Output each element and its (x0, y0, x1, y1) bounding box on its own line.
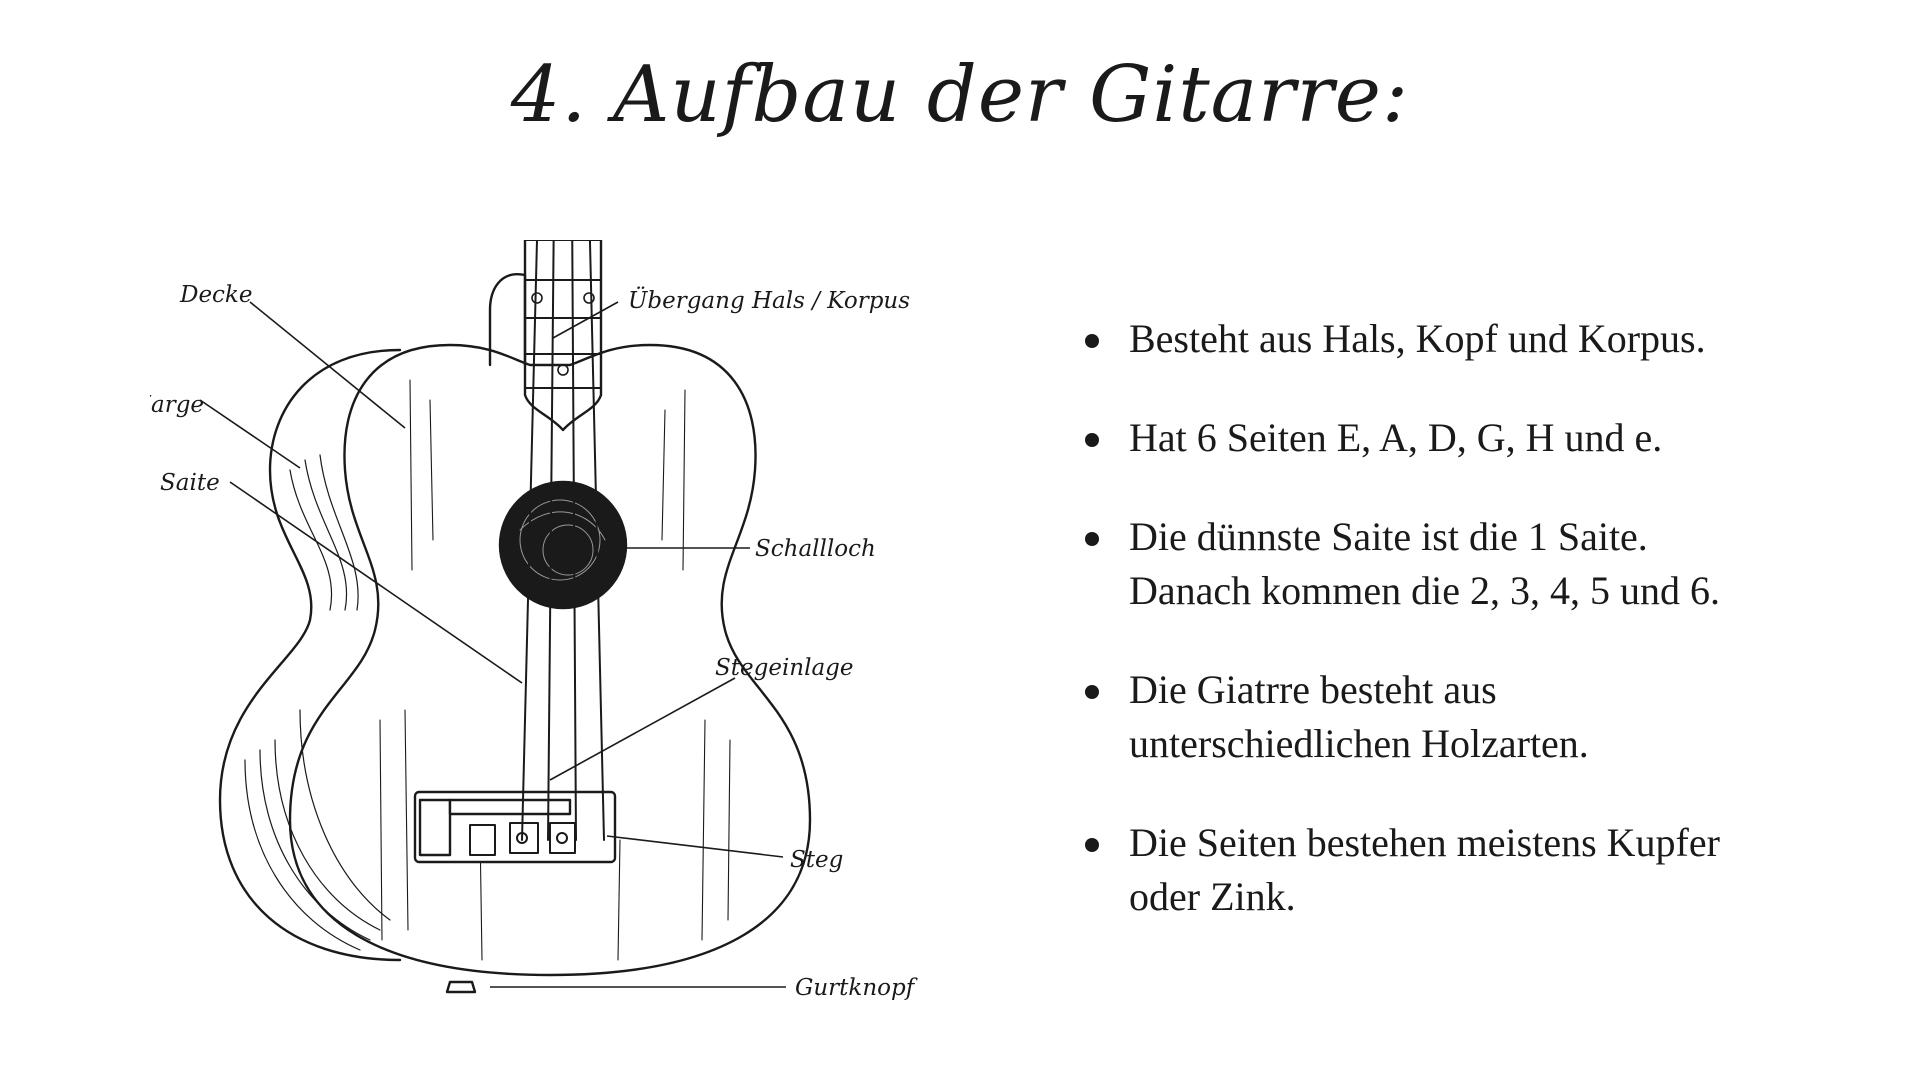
label-saite: Saite (160, 470, 220, 496)
saddle (448, 798, 572, 816)
sound-hole (498, 480, 628, 610)
label-decke: Decke (179, 282, 252, 308)
side-hatching (244, 454, 391, 951)
bullet-text: Hat 6 Seiten E, A, D, G, H und e. (1129, 415, 1663, 460)
wood-grain (379, 379, 731, 961)
bullet-text: Die dünnste Saite ist die 1 Saite. (1129, 514, 1648, 559)
fret-markers (531, 292, 595, 376)
page-title: 4. Aufbau der Gitarre: (510, 50, 1410, 140)
bullet-text: oder Zink. (1129, 874, 1296, 919)
label-stegeinlage: Stegeinlage (715, 655, 854, 681)
bullet-item: Die Giatrre besteht aus unterschiedliche… (1085, 663, 1885, 771)
guitar-illustration (218, 240, 812, 994)
label-steg: Steg (790, 847, 843, 873)
label-uebergang: Übergang Hals / Korpus (628, 287, 910, 314)
guitar-side-outline (218, 348, 402, 962)
guitar-diagram: Decke Übergang Hals / Korpus Zarge Schal… (150, 240, 918, 1001)
frets (524, 240, 602, 389)
label-gurtknopf: Gurtknopf (795, 975, 918, 1001)
bullet-text: Die Giatrre besteht aus (1129, 667, 1497, 712)
guitar-body-outline (288, 343, 812, 977)
label-schallloch: Schallloch (755, 536, 876, 562)
fretboard (523, 240, 603, 432)
label-zarge: Zarge (150, 392, 204, 418)
bullet-text: Die Seiten bestehen meistens Kupfer (1129, 820, 1720, 865)
bullet-item: Die dünnste Saite ist die 1 Saite. Danac… (1085, 510, 1885, 618)
bridge-wing-left (418, 798, 452, 857)
bullet-text: unterschiedlichen Holzarten. (1129, 721, 1589, 766)
strap-button (445, 980, 477, 994)
bullet-list: Besteht aus Hals, Kopf und Korpus. Hat 6… (1085, 312, 1885, 969)
headstock-edge (488, 273, 527, 367)
bullet-item: Die Seiten bestehen meistens Kupfer oder… (1085, 816, 1885, 924)
strings (521, 240, 605, 841)
bullet-item: Hat 6 Seiten E, A, D, G, H und e. (1085, 411, 1885, 465)
bullet-text: Besteht aus Hals, Kopf und Korpus. (1129, 316, 1706, 361)
bullet-item: Besteht aus Hals, Kopf und Korpus. (1085, 312, 1885, 366)
bullet-text: Danach kommen die 2, 3, 4, 5 und 6. (1129, 568, 1720, 613)
leader-lines (199, 301, 786, 988)
